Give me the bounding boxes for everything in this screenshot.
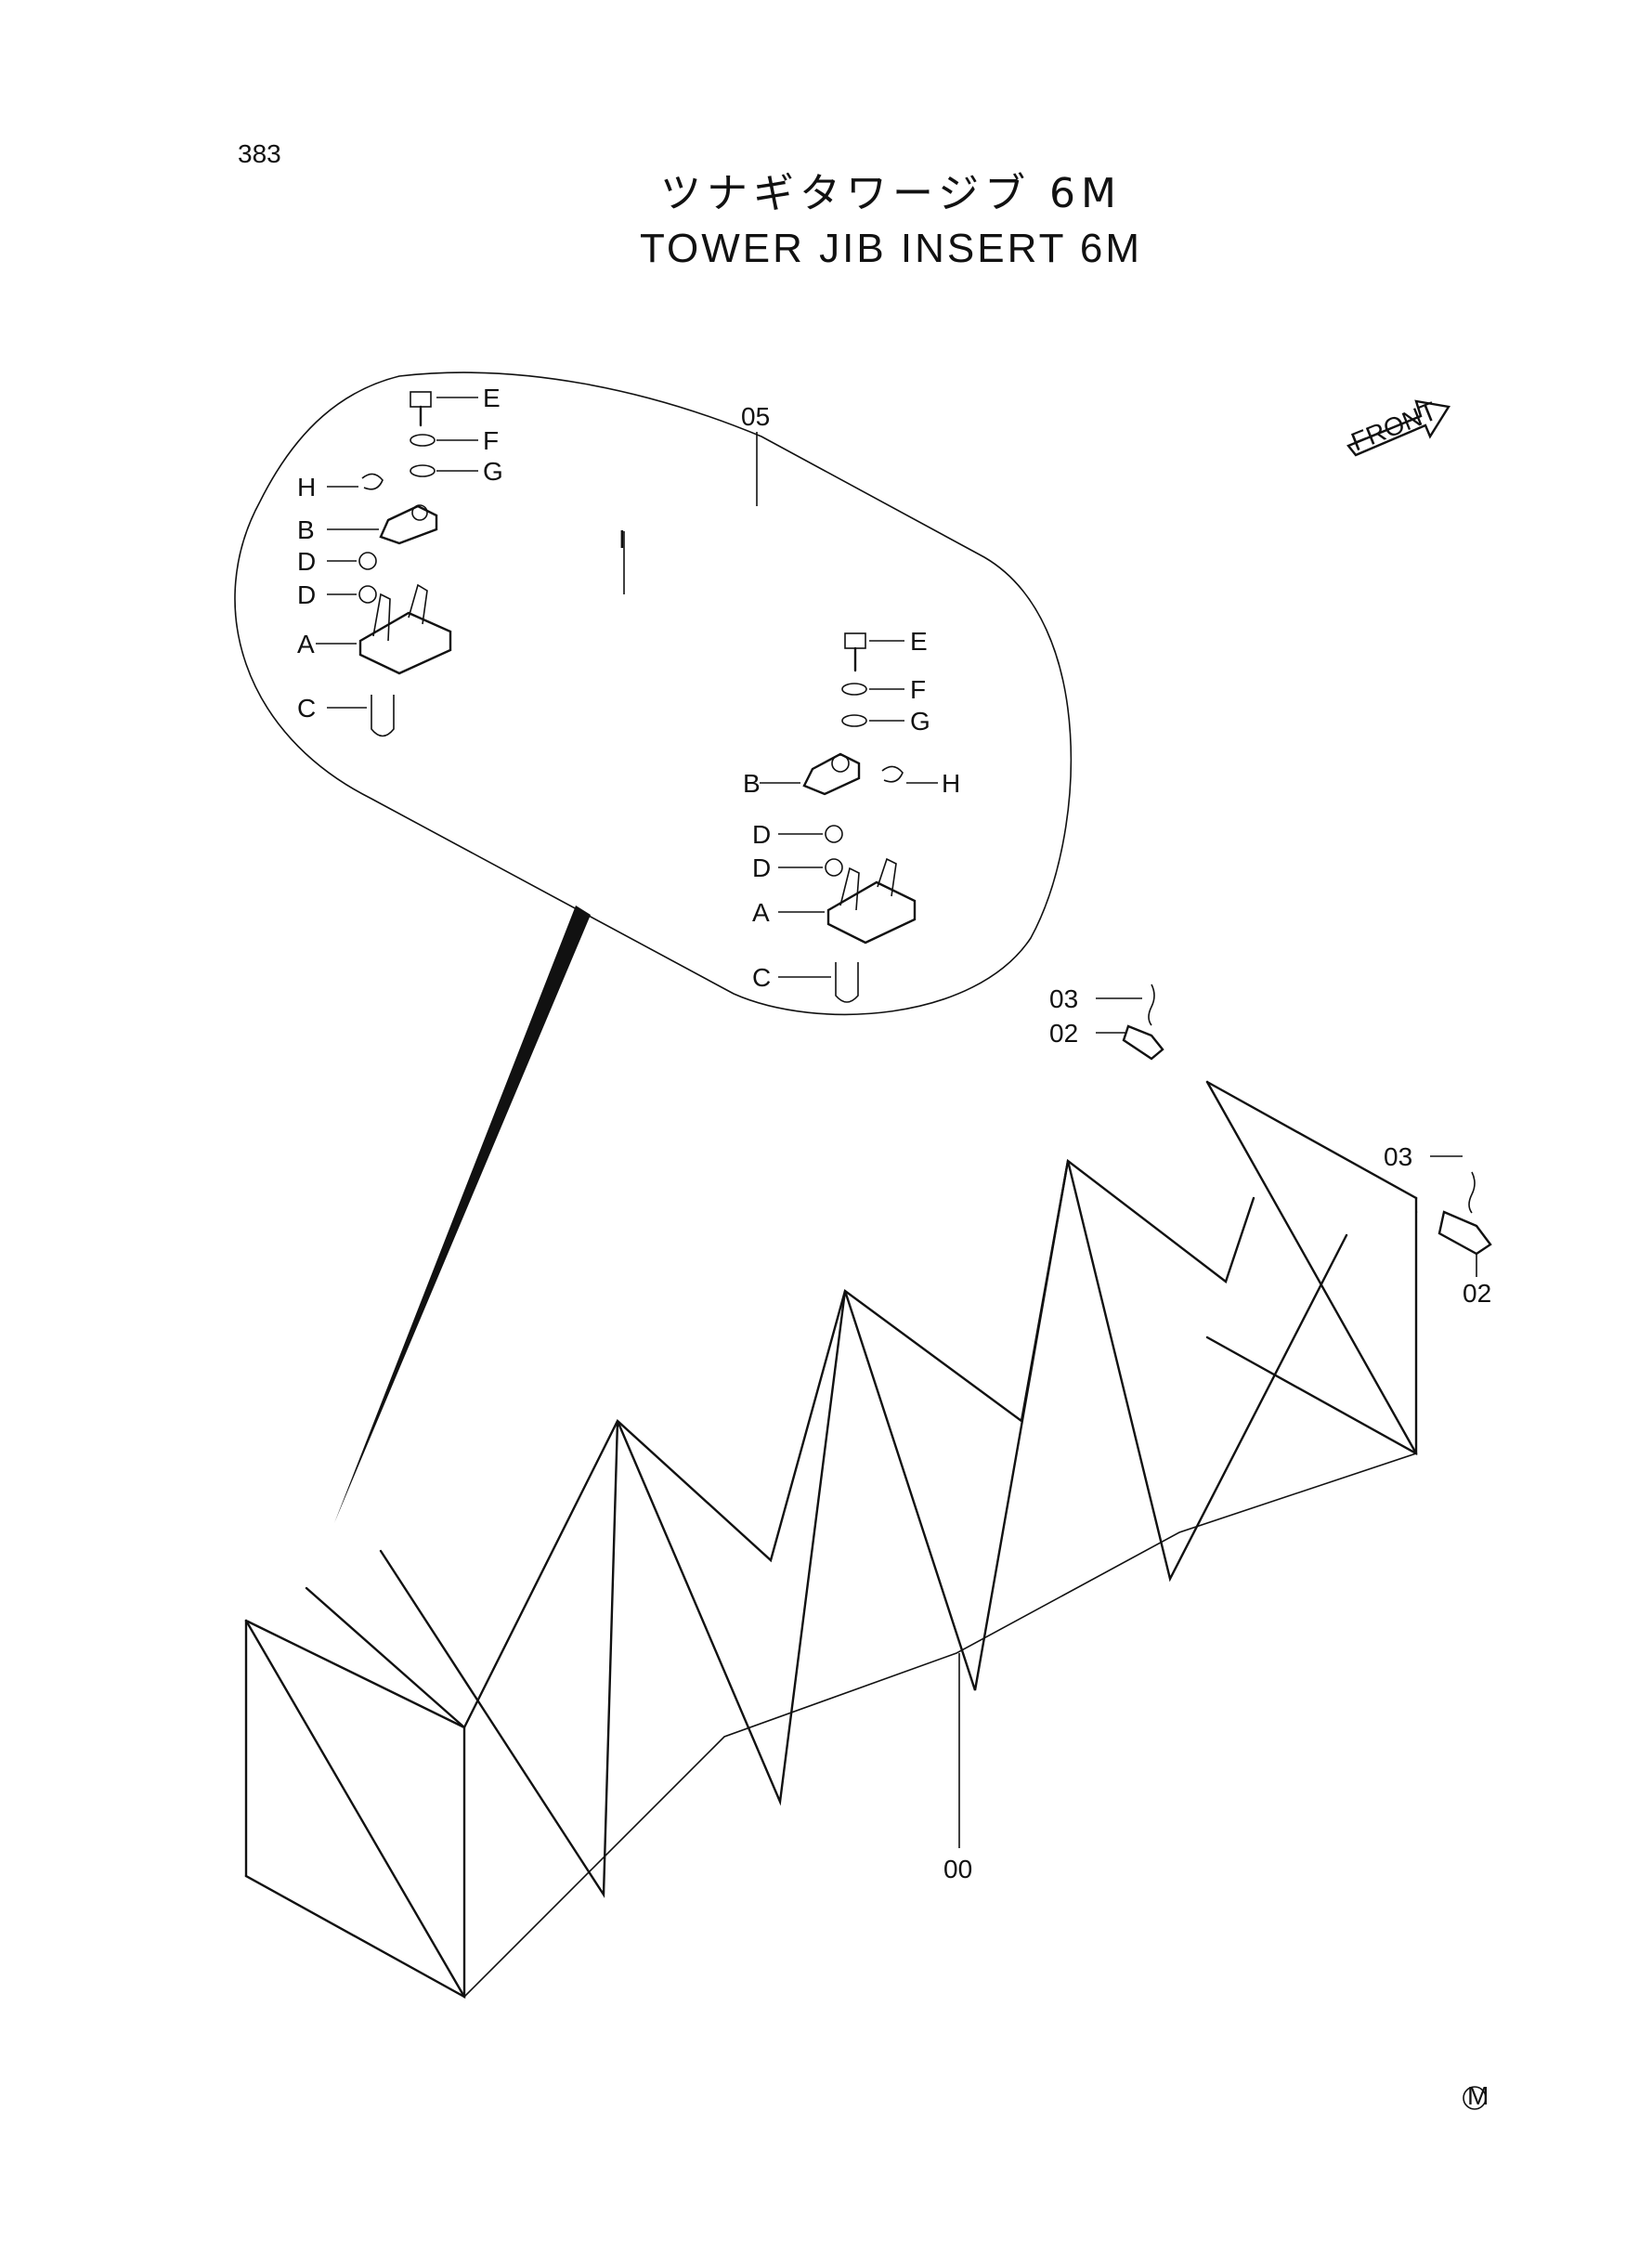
callout-nut-left-2: D [297,580,316,609]
callout-spring-washer-left: F [483,426,499,455]
callout-strut-assembly: 05 [741,402,770,431]
callout-bolt-right: E [910,627,928,656]
callout-snap-ring-right: H [942,769,960,798]
front-arrow-icon: FRONT [1346,397,1450,457]
title-japanese: ツナギタワージブ 6M [659,170,1123,217]
title-english: TOWER JIB INSERT 6M [639,226,1143,271]
callout-assembly: 00 [943,1855,972,1883]
page-title: ツナギタワージブ 6M TOWER JIB INSERT 6M [0,165,1652,275]
callout-washer-left: G [483,457,503,486]
callout-bracket-left: A [297,630,315,658]
callout-cap-right: B [743,769,761,798]
callout-strut: I [618,525,626,554]
mark-letter: M [1467,2081,1489,2110]
callout-cap-left: B [297,515,315,544]
detail-bubble [234,371,1073,1016]
mark-circle [1463,2086,1487,2110]
right-hardware-stack: E F G B H D D A C [743,627,960,1003]
callout-bolt-left: E [483,384,501,412]
callout-nut-right-1: D [752,820,771,849]
callout-snap-ring-left: H [297,473,316,502]
callout-spring-washer-right: F [910,675,926,704]
page-number: 383 [238,139,281,168]
left-hardware-stack: E F G H B D D A C [297,384,503,737]
strut-part: I [449,525,810,740]
callout-nut-right-2: D [752,853,771,882]
callout-pin-right: 02 [1463,1279,1491,1308]
callout-pin-retainer-top: 03 [1049,984,1078,1013]
front-label: FRONT [1347,397,1441,457]
zoom-pointer [334,905,591,1523]
jib-insert-frame [244,1079,1418,2000]
callout-pin-retainer-right: 03 [1384,1142,1412,1171]
callout-pin-top: 02 [1049,1019,1078,1048]
pin-callouts: 03 02 03 02 [1049,984,1492,1308]
callout-bracket-right: A [752,898,770,927]
callout-washer-right: G [910,707,930,736]
callout-u-bolt-right: C [752,963,771,992]
callout-u-bolt-left: C [297,694,316,723]
callout-nut-left-1: D [297,547,316,576]
